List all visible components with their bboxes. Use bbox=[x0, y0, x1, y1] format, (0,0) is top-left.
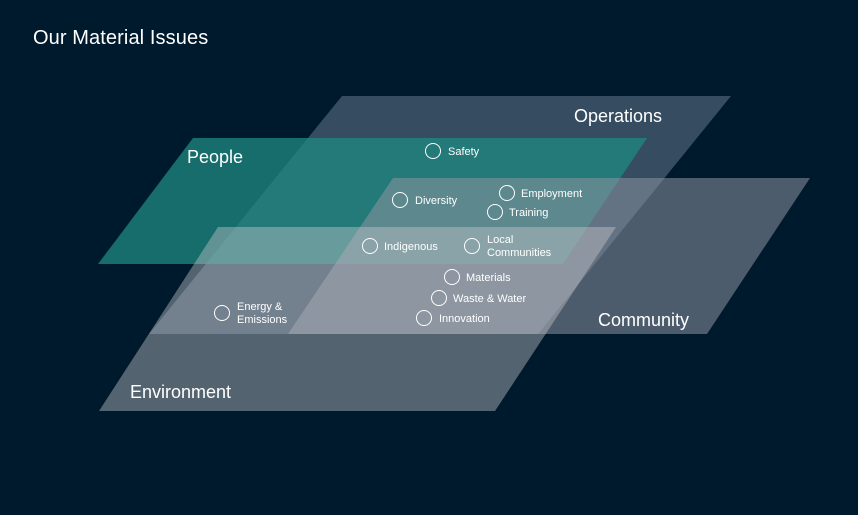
issue-circle-icon bbox=[464, 238, 480, 254]
issue-label-line: Waste & Water bbox=[453, 293, 526, 305]
issue-circle-icon bbox=[362, 238, 378, 254]
issue-label-line: Indigenous bbox=[384, 241, 438, 253]
issue-label: Employment bbox=[521, 188, 582, 200]
issue-label: Safety bbox=[448, 146, 480, 158]
issue-energy-emissions: Energy &Emissions bbox=[214, 301, 288, 326]
issue-circle-icon bbox=[487, 204, 503, 220]
issue-materials: Materials bbox=[444, 269, 511, 285]
issue-label: Energy &Emissions bbox=[237, 301, 288, 326]
issue-label-line: Materials bbox=[466, 272, 511, 284]
issue-employment: Employment bbox=[499, 185, 582, 201]
issue-label: Innovation bbox=[439, 313, 490, 325]
issue-label-line: Safety bbox=[448, 146, 480, 158]
page-title: Our Material Issues bbox=[33, 27, 209, 49]
issue-label: Materials bbox=[466, 272, 511, 284]
issue-label-line: Diversity bbox=[415, 195, 458, 207]
issue-label: Indigenous bbox=[384, 241, 438, 253]
issue-innovation: Innovation bbox=[416, 310, 490, 326]
issue-label-line: Local bbox=[487, 234, 513, 246]
issue-label: Waste & Water bbox=[453, 293, 526, 305]
issue-circle-icon bbox=[431, 290, 447, 306]
environment-plane-label: Environment bbox=[130, 382, 231, 402]
issue-circle-icon bbox=[392, 192, 408, 208]
issue-circle-icon bbox=[499, 185, 515, 201]
issue-indigenous: Indigenous bbox=[362, 238, 438, 254]
issue-circle-icon bbox=[444, 269, 460, 285]
issue-label-line: Energy & bbox=[237, 301, 283, 313]
issue-safety: Safety bbox=[425, 143, 480, 159]
operations-plane-label: Operations bbox=[574, 106, 662, 126]
issue-waste-water: Waste & Water bbox=[431, 290, 526, 306]
issue-training: Training bbox=[487, 204, 548, 220]
environment-plane bbox=[99, 227, 616, 411]
issue-label-line: Communities bbox=[487, 247, 552, 259]
issue-circle-icon bbox=[214, 305, 230, 321]
issue-label: Training bbox=[509, 207, 548, 219]
issue-label-line: Emissions bbox=[237, 314, 288, 326]
planes-layer bbox=[98, 96, 810, 411]
issue-diversity: Diversity bbox=[392, 192, 458, 208]
people-plane-label: People bbox=[187, 147, 243, 167]
issue-label-line: Employment bbox=[521, 188, 582, 200]
community-plane-label: Community bbox=[598, 310, 689, 330]
issue-label: Diversity bbox=[415, 195, 458, 207]
community-plane bbox=[288, 178, 810, 334]
issue-label-line: Innovation bbox=[439, 313, 490, 325]
issue-label-line: Training bbox=[509, 207, 548, 219]
issue-circle-icon bbox=[425, 143, 441, 159]
issue-circle-icon bbox=[416, 310, 432, 326]
